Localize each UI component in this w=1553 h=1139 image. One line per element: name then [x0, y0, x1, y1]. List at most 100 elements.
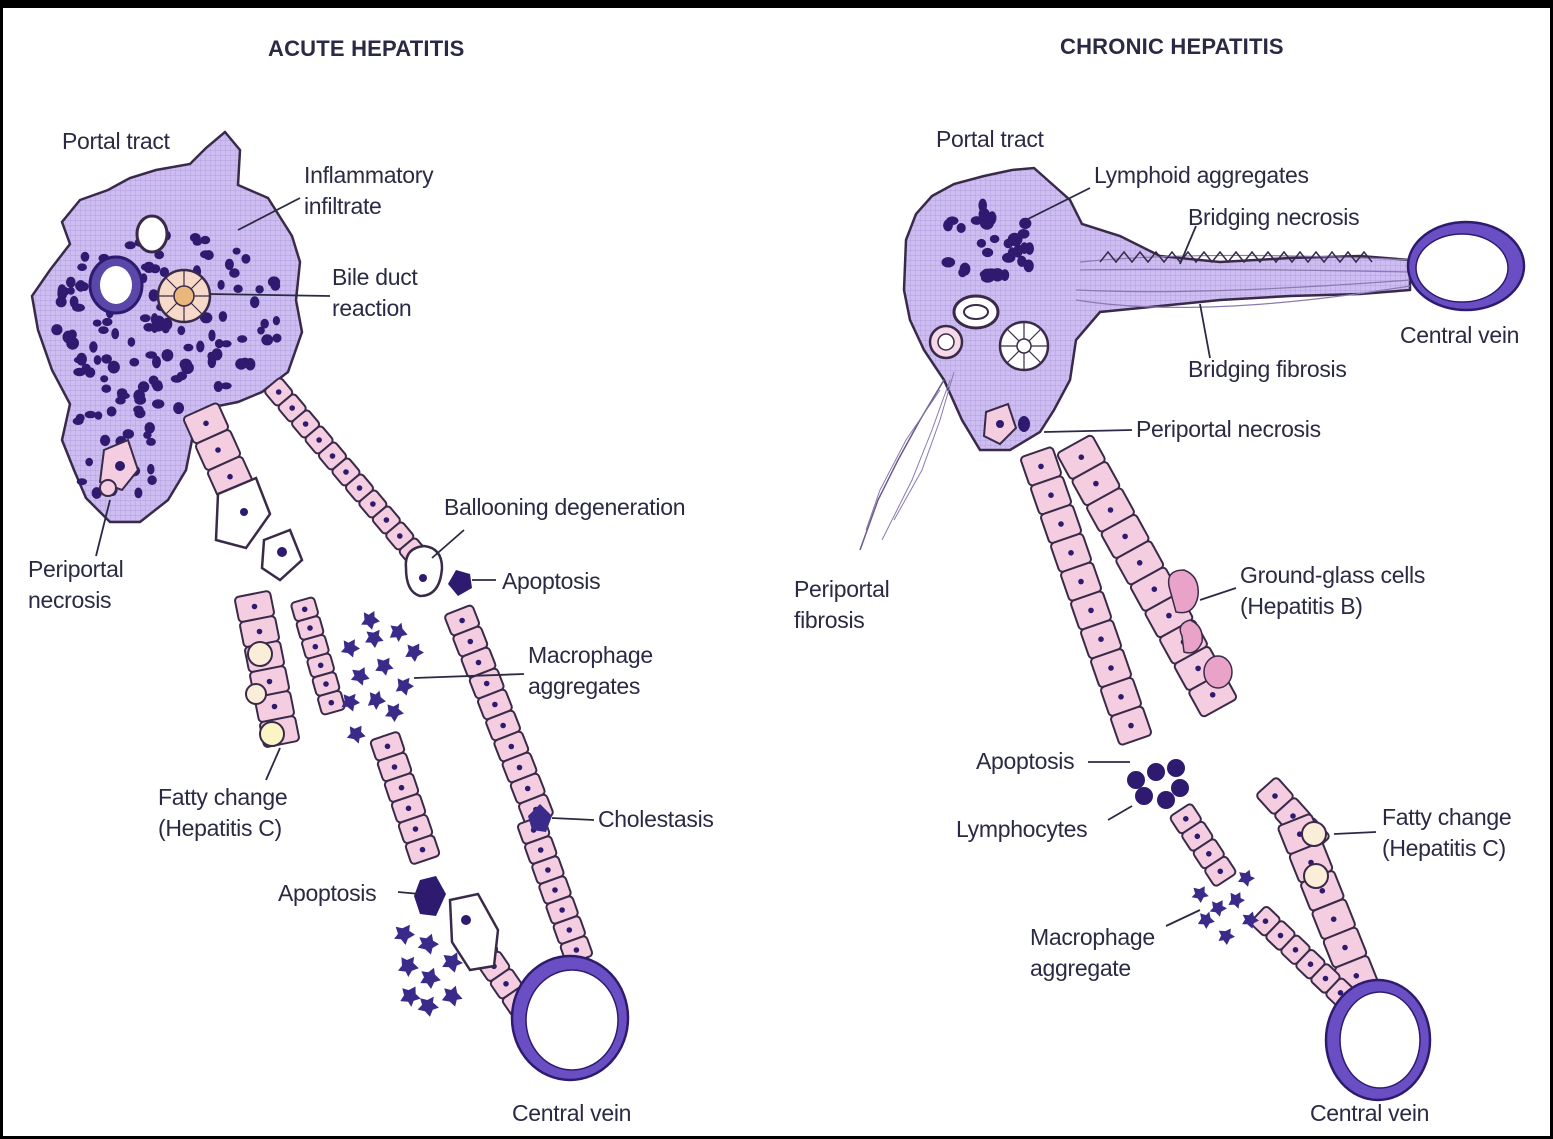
macrophage [405, 644, 424, 663]
acute-central-vein [512, 956, 628, 1080]
lymphocyte [1167, 759, 1185, 777]
hepatocyte-nucleus [252, 604, 258, 610]
nucleus [225, 259, 234, 270]
lymphocyte [1127, 771, 1145, 789]
macrophage [390, 623, 408, 642]
hepatocyte-nucleus [1293, 947, 1299, 953]
chronic-label-ground-glass-cells: Ground-glass cells (Hepatitis B) [1240, 560, 1425, 622]
nucleus [233, 248, 241, 255]
hepatocyte-nucleus [1263, 918, 1269, 924]
chronic-label-bridging-necrosis: Bridging necrosis [1188, 202, 1359, 233]
chronic-label-central-vein-upper: Central vein [1400, 320, 1519, 351]
hepatocyte-nucleus [1195, 834, 1201, 840]
nucleus [237, 335, 247, 342]
hepatocyte-nucleus [525, 786, 531, 792]
hepatocyte-nucleus [1308, 961, 1314, 967]
nucleus [268, 276, 280, 287]
chronic-lymphocytes [1127, 759, 1189, 809]
nucleus [128, 337, 136, 347]
macrophage [361, 611, 380, 630]
nucleus [93, 320, 102, 327]
nucleus [1019, 218, 1031, 229]
hepatocyte-nucleus [1128, 723, 1134, 729]
macrophage [1198, 912, 1215, 929]
macrophage [396, 678, 414, 696]
hepatocyte-nucleus [1058, 521, 1064, 527]
hepatocyte-nucleus [1088, 608, 1094, 614]
hepatocyte-nucleus [1166, 613, 1172, 619]
nucleus [85, 367, 95, 378]
nucleus [177, 326, 185, 335]
acute-label-apoptosis-lower: Apoptosis [278, 878, 376, 909]
nucleus [102, 318, 112, 326]
hepatocyte-nucleus [476, 660, 482, 666]
hepatocyte-nucleus [399, 785, 405, 791]
chronic-central-vein-lower [1326, 980, 1430, 1100]
hepatocyte-nucleus [459, 618, 465, 624]
nucleus [98, 326, 109, 334]
nucleus [145, 351, 157, 359]
nucleus [978, 199, 987, 213]
nucleus [51, 324, 62, 335]
hepatocyte-nucleus [1068, 550, 1074, 556]
macrophage [385, 703, 404, 722]
chronic-label-periportal-fibrosis: Periportal fibrosis [794, 574, 889, 636]
hepatocyte-nucleus [1122, 534, 1128, 540]
hepatocyte-nucleus [203, 421, 209, 427]
nucleus [140, 314, 151, 322]
nucleus [66, 277, 76, 288]
nucleus [177, 372, 187, 381]
nucleus [942, 257, 956, 267]
hepatocyte-nucleus [267, 679, 273, 685]
nucleus [85, 458, 93, 467]
acute-label-ballooning-degeneration: Ballooning degeneration [444, 492, 685, 523]
chronic-label-lymphoid-aggregates: Lymphoid aggregates [1094, 160, 1309, 191]
hepatocyte-nucleus [392, 764, 398, 770]
hepatocyte-nucleus [574, 947, 580, 953]
nucleus [214, 381, 223, 392]
nucleus [146, 438, 156, 446]
nucleus [173, 402, 184, 414]
nucleus [143, 431, 151, 439]
nucleus [180, 359, 192, 370]
nucleus [147, 475, 156, 485]
nucleus [101, 354, 112, 363]
hepatocyte-nucleus [545, 867, 551, 873]
hepatocyte-nucleus [307, 625, 313, 631]
nucleus [77, 478, 87, 485]
macrophage [375, 658, 393, 676]
nucleus [100, 375, 108, 382]
nucleus [123, 429, 134, 439]
nucleus [117, 392, 130, 399]
nucleus [957, 223, 966, 233]
lymphocyte [1171, 779, 1189, 797]
macrophage [398, 957, 419, 977]
hepatocyte-nucleus [1098, 636, 1104, 642]
hepatocyte-nucleus [323, 681, 329, 687]
nucleus [991, 268, 1004, 281]
hepatocyte-nucleus [484, 681, 490, 687]
hepatocyte-nucleus [1354, 973, 1360, 979]
nucleus [190, 233, 201, 242]
nucleus [981, 213, 990, 224]
nucleus [235, 358, 247, 369]
nucleus [990, 235, 1000, 243]
macrophage [1192, 886, 1209, 903]
acute-label-bile-duct-reaction: Bile duct reaction [332, 262, 418, 324]
hepatocyte-nucleus [406, 806, 412, 812]
hepatocyte-nucleus [227, 474, 233, 480]
nucleus [111, 328, 119, 339]
macrophage [365, 630, 384, 648]
hepatocyte-nucleus [500, 723, 506, 729]
nucleus [261, 334, 273, 345]
hepatocyte-nucleus [1038, 464, 1044, 470]
nucleus [70, 296, 79, 308]
hepatocyte-nucleus [517, 765, 523, 771]
nucleus [977, 239, 986, 248]
nucleus [250, 296, 259, 308]
hepatocyte-nucleus [420, 847, 426, 853]
hepatocyte-nucleus [1195, 666, 1201, 672]
nucleus [73, 368, 85, 377]
acute-label-central-vein: Central vein [512, 1098, 631, 1129]
hepatocyte-nucleus [1078, 579, 1084, 585]
